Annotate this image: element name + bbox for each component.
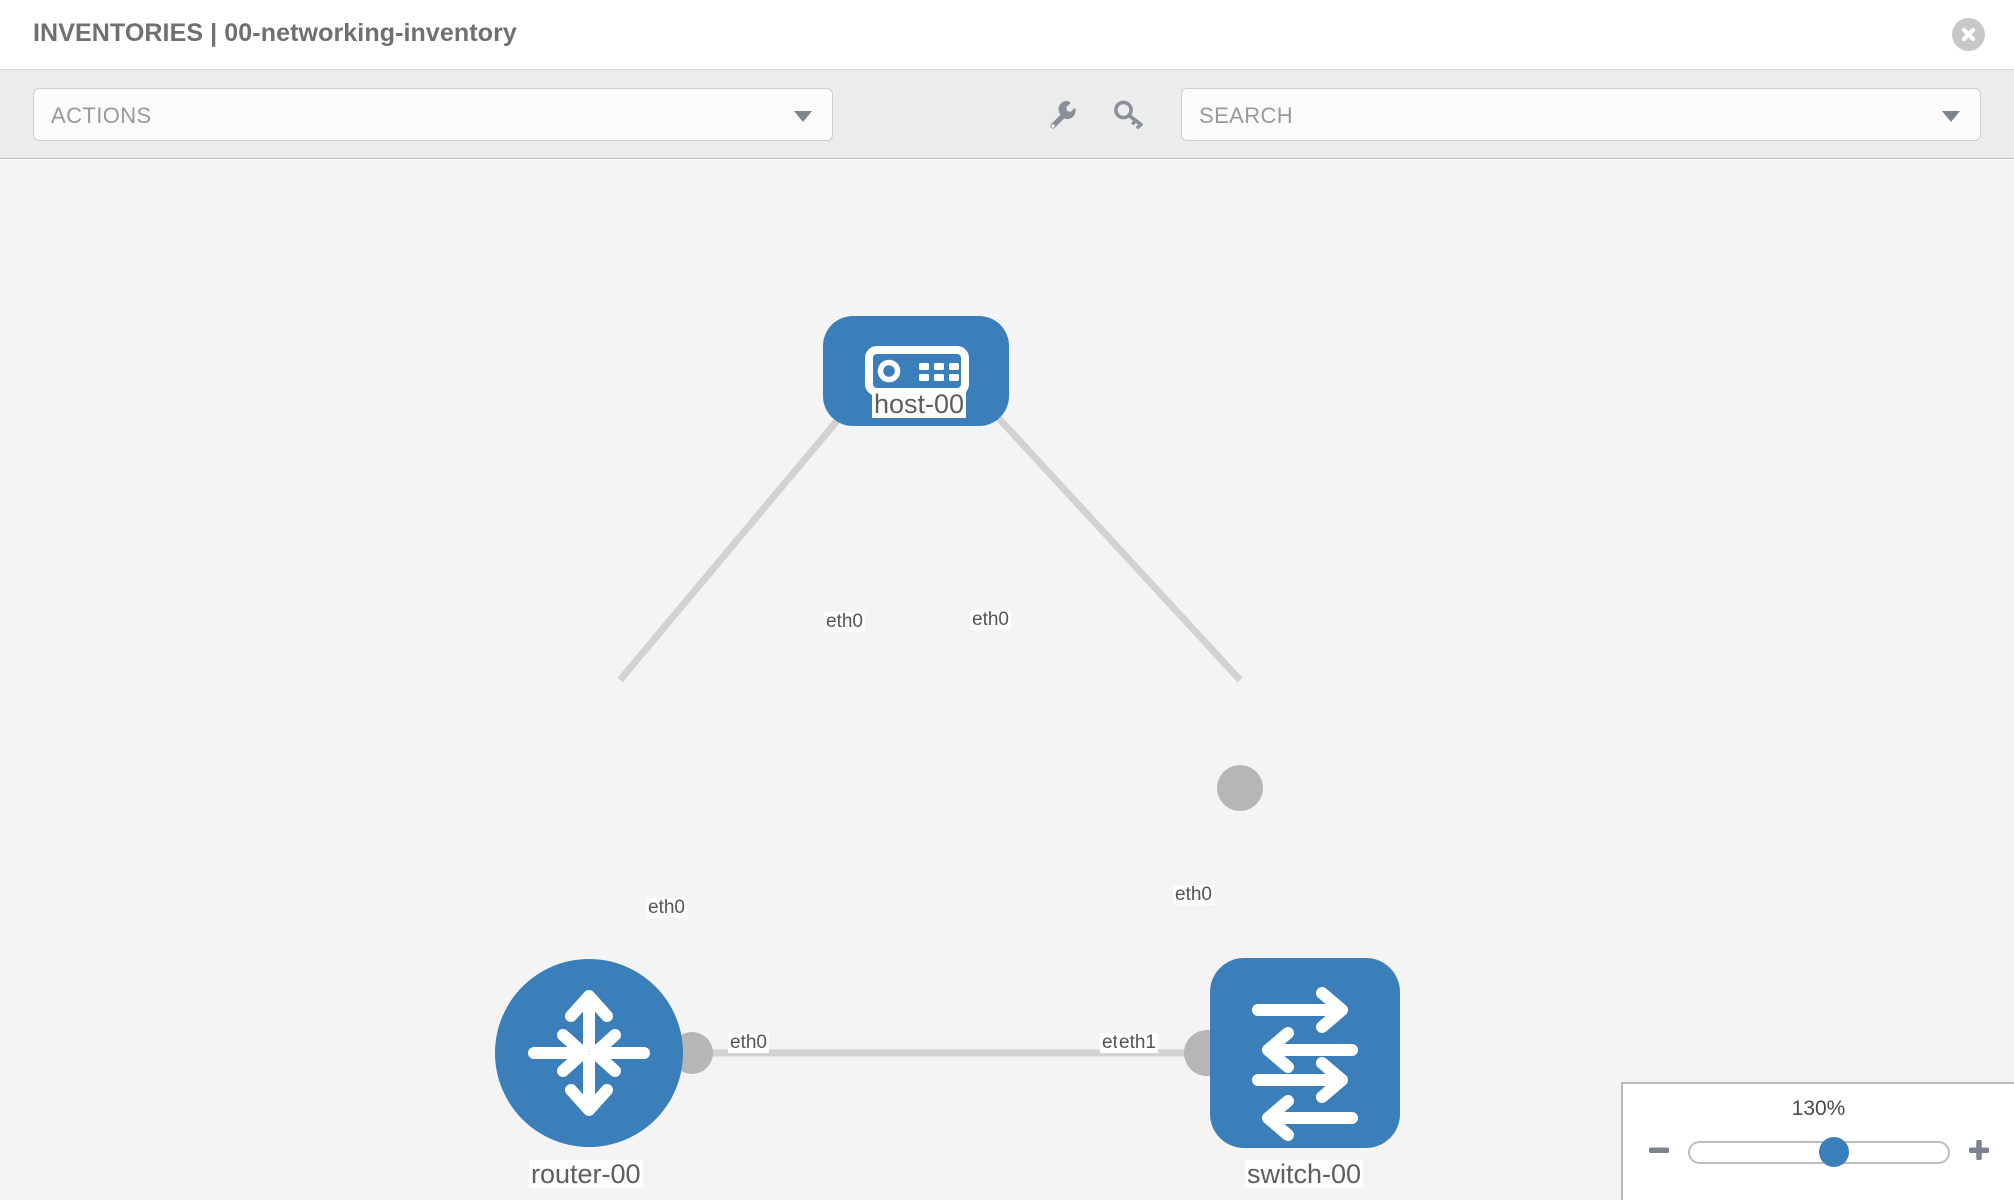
zoom-control-panel: 130% [1621,1082,2014,1200]
topology-graph [495,316,1400,1148]
iface-label-switch00-uplink: eth0 [1173,884,1214,905]
page-title: INVENTORIES | 00-networking-inventory [33,19,517,47]
iface-label-host00-left: eth0 [824,611,865,632]
toolbar: ACTIONS SEARCH [0,70,2014,159]
zoom-in-button[interactable] [1962,1135,1996,1169]
topology-links [617,357,1243,1057]
chevron-down-icon [794,111,812,122]
zoom-percent-label: 130% [1791,1097,1846,1120]
node-switch-00[interactable] [1210,958,1400,1148]
zoom-slider-thumb[interactable] [1818,1137,1849,1167]
zoom-controls-row [1623,1132,2014,1172]
key-button[interactable] [1105,90,1153,138]
page-header: INVENTORIES | 00-networking-inventory [0,0,2014,70]
topology-endpoints [671,357,1263,1076]
node-label-router-00: router-00 [529,1159,643,1189]
iface-label-host00-right: eth0 [970,609,1011,630]
endpoint-switch00-top[interactable] [1217,765,1263,811]
search-input[interactable]: SEARCH [1199,103,1294,128]
node-router-00[interactable] [495,959,683,1147]
key-icon [1112,97,1146,131]
iface-label-router00-uplink: eth0 [646,897,687,918]
zoom-slider[interactable] [1687,1137,1950,1167]
topology-canvas[interactable]: host-00 router-00 switch-00 eth0 eth0 et… [0,160,2014,1200]
iface-label-switch00-eth1: eth1 [1117,1032,1158,1053]
node-label-host-00: host-00 [872,389,967,419]
plus-icon [1967,1138,1991,1167]
search-dropdown[interactable]: SEARCH [1181,88,1981,141]
chevron-down-icon [1942,111,1960,122]
minus-icon [1647,1138,1671,1167]
wrench-icon [1045,97,1079,131]
wrench-button[interactable] [1038,90,1086,138]
close-button[interactable] [1952,18,1985,51]
close-icon [1959,25,1978,44]
iface-label-router00-eth0: eth0 [728,1032,769,1053]
actions-dropdown[interactable]: ACTIONS [33,88,833,141]
switch-arrows-icon [1252,987,1358,1141]
zoom-out-button[interactable] [1642,1135,1676,1169]
actions-dropdown-label: ACTIONS [51,103,152,128]
router-arrows-icon [528,990,650,1116]
node-label-switch-00: switch-00 [1245,1159,1364,1189]
